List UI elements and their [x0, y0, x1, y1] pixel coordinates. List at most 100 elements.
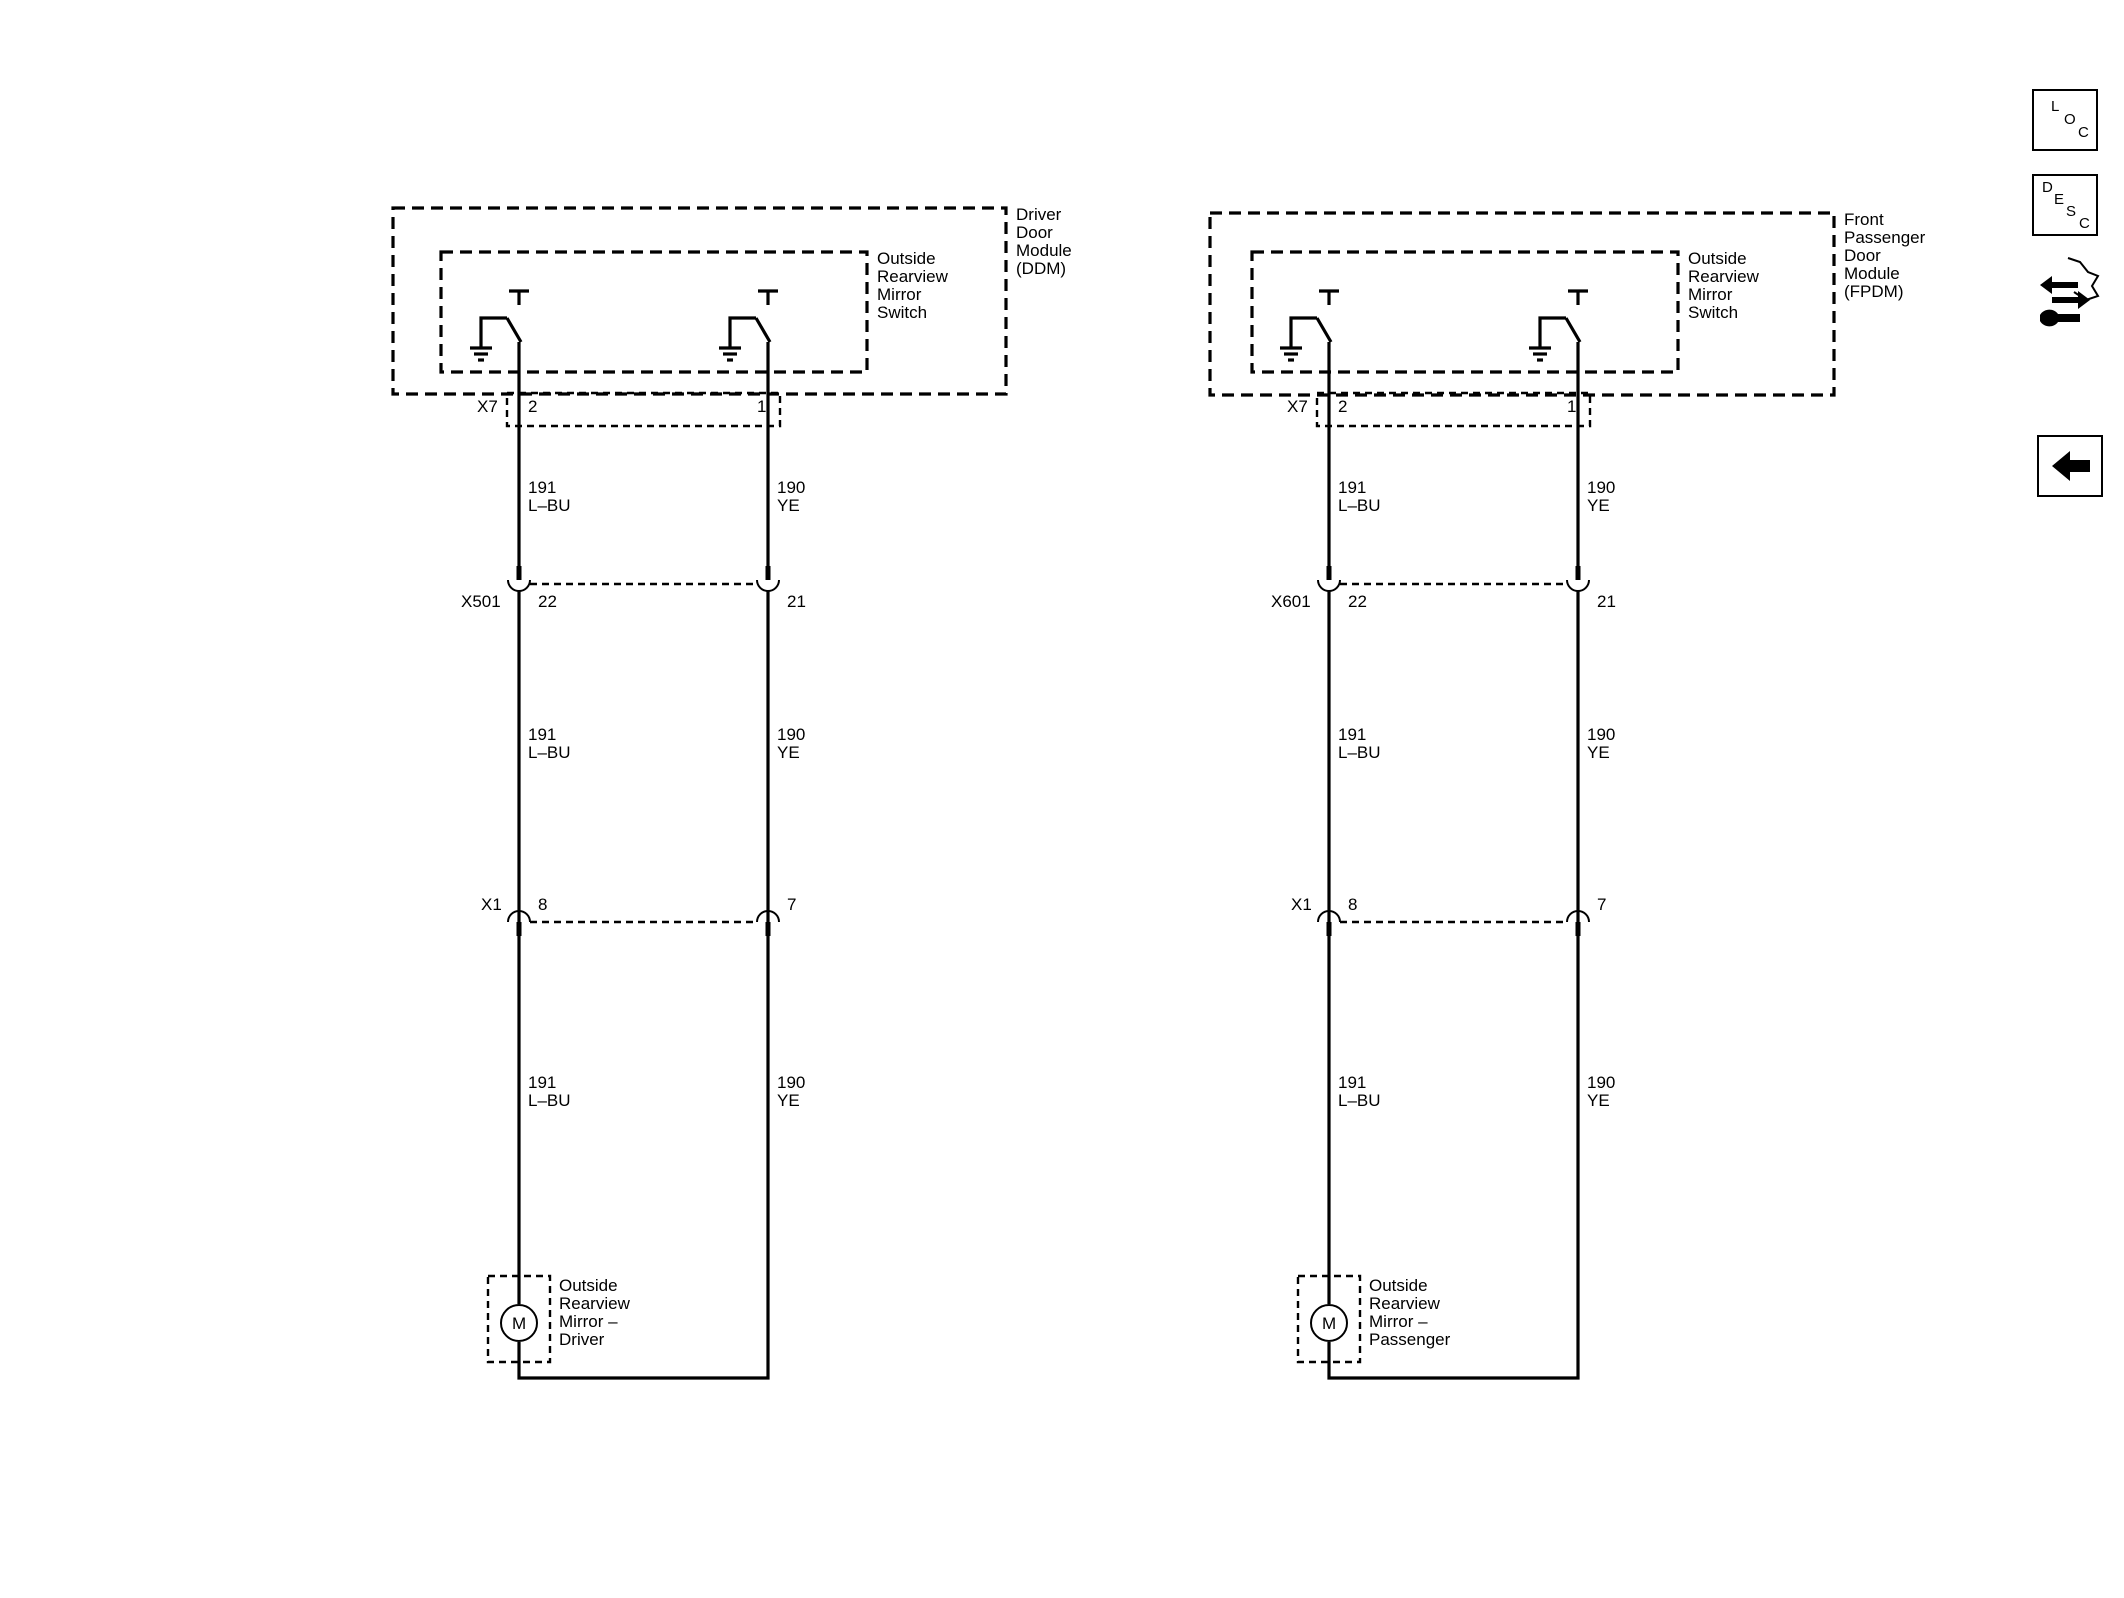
driver-conn-low-right-cup: [756, 910, 780, 923]
switch-blade: [1564, 317, 1582, 343]
driver-conn-low-label: X1: [481, 895, 502, 914]
passenger-circuit: FrontPassengerDoorModule(FPDM)OutsideRea…: [1208, 210, 1926, 1380]
passenger-pin-right-mid-plug: [1575, 566, 1581, 580]
desc-letter-2: E: [2054, 191, 2064, 208]
driver-wire1-left-label-line-2: L–BU: [528, 496, 571, 515]
driver-pin-left-mid: 22: [538, 592, 557, 611]
passenger-wire3-right-label-line-2: YE: [1587, 1091, 1610, 1110]
passenger-module-label-line-5: (FPDM): [1844, 282, 1903, 301]
passenger-wire3-right-label-line-1: 190: [1587, 1073, 1615, 1092]
driver-conn-mid-left-cup: [507, 579, 531, 592]
passenger-wire2-left-label-line-2: L–BU: [1338, 743, 1381, 762]
desc-letter-4: C: [2079, 215, 2090, 232]
passenger-module-box: [1208, 211, 1836, 397]
driver-pin-left-low-plug: [516, 922, 522, 936]
driver-wire1-left-label-line-1: 191: [528, 478, 556, 497]
passenger-mirror-label-line-1: Outside: [1369, 1276, 1428, 1295]
driver-module-label-line-3: Module: [1016, 241, 1072, 260]
driver-pin-left-mid-plug: [516, 566, 522, 580]
passenger-pin-left-low: 8: [1348, 895, 1357, 914]
passenger-wire1-right-label-line-2: YE: [1587, 496, 1610, 515]
connector-diagnostic-button[interactable]: [2040, 257, 2100, 327]
driver-switch-label-line-4: Switch: [877, 303, 927, 322]
driver-wire2-right-label-line-2: YE: [777, 743, 800, 762]
driver-wire2-right-label-line-1: 190: [777, 725, 805, 744]
driver-wire2-left-label-line-1: 191: [528, 725, 556, 744]
driver-switch-right: [719, 289, 778, 362]
driver-pin-right-mid-plug: [765, 566, 771, 580]
driver-conn-top-label: X7: [477, 397, 498, 416]
passenger-pin-right-mid: 21: [1597, 592, 1616, 611]
passenger-mirror-box: [1296, 1274, 1362, 1364]
passenger-switch-left: [1280, 289, 1339, 362]
passenger-wire1-right-label-line-1: 190: [1587, 478, 1615, 497]
passenger-pin-left-top: 2: [1338, 397, 1347, 416]
driver-wire3-right-label-line-1: 190: [777, 1073, 805, 1092]
passenger-conn-top-label: X7: [1287, 397, 1308, 416]
driver-switch-left: [470, 289, 529, 362]
driver-conn-top-box: [505, 391, 782, 428]
loc-letter-3: C: [2078, 124, 2089, 141]
driver-mirror-label-line-4: Driver: [559, 1330, 605, 1349]
connector-diagnostic-icon: [2040, 257, 2100, 327]
passenger-wire3-left-label-line-1: 191: [1338, 1073, 1366, 1092]
passenger-module-label-line-3: Door: [1844, 246, 1881, 265]
passenger-mirror-label-line-3: Mirror –: [1369, 1312, 1428, 1331]
passenger-switch-label-line-2: Rearview: [1688, 267, 1760, 286]
passenger-wire1-left-label-line-2: L–BU: [1338, 496, 1381, 515]
back-button[interactable]: [2037, 435, 2103, 497]
driver-switch-label-line-2: Rearview: [877, 267, 949, 286]
passenger-wire3-left-label-line-2: L–BU: [1338, 1091, 1381, 1110]
loc-letter-2: O: [2064, 111, 2076, 128]
switch-ground-lead: [1289, 316, 1317, 348]
driver-conn-low-left-cup: [507, 910, 531, 923]
desc-letter-1: D: [2042, 179, 2053, 196]
passenger-module-label-line-2: Passenger: [1844, 228, 1926, 247]
desc-icon: [2032, 174, 2098, 236]
driver-pin-right-top: 1: [757, 397, 766, 416]
passenger-switch-box: [1250, 250, 1680, 374]
switch-ground-lead: [479, 316, 507, 348]
driver-wire1-right-label-line-2: YE: [777, 496, 800, 515]
driver-switch-label-line-1: Outside: [877, 249, 936, 268]
switch-ground-lead: [1538, 316, 1566, 348]
driver-wire2-left-label-line-2: L–BU: [528, 743, 571, 762]
driver-mirror-label-line-3: Mirror –: [559, 1312, 618, 1331]
driver-pin-right-low-plug: [765, 922, 771, 936]
passenger-switch-label-line-1: Outside: [1688, 249, 1747, 268]
switch-blade: [754, 317, 772, 343]
driver-conn-mid-label: X501: [461, 592, 501, 611]
driver-conn-mid-right-cup: [756, 579, 780, 592]
desc-button[interactable]: D E S C: [2032, 174, 2098, 236]
driver-pin-right-mid: 21: [787, 592, 806, 611]
driver-wire3-left-label-line-1: 191: [528, 1073, 556, 1092]
loc-icon: [2032, 89, 2098, 151]
passenger-wire1-left-label-line-1: 191: [1338, 478, 1366, 497]
back-arrow-icon: [2037, 435, 2103, 497]
passenger-motor-icon: [1310, 1304, 1348, 1342]
passenger-mirror-label-line-4: Passenger: [1369, 1330, 1451, 1349]
passenger-conn-low-label: X1: [1291, 895, 1312, 914]
driver-module-label-line-4: (DDM): [1016, 259, 1066, 278]
loc-button[interactable]: L O C: [2032, 89, 2098, 151]
driver-switch-box: [439, 250, 869, 374]
passenger-motor-letter: M: [1322, 1314, 1336, 1333]
driver-module-label-line-2: Door: [1016, 223, 1053, 242]
passenger-wire2-left-label-line-1: 191: [1338, 725, 1366, 744]
desc-letter-3: S: [2066, 203, 2076, 220]
passenger-module-label-line-4: Module: [1844, 264, 1900, 283]
driver-wire3-right-label-line-2: YE: [777, 1091, 800, 1110]
passenger-conn-mid-label: X601: [1271, 592, 1311, 611]
switch-blade: [505, 317, 523, 343]
passenger-switch-label-line-3: Mirror: [1688, 285, 1733, 304]
passenger-pin-right-top: 1: [1567, 397, 1576, 416]
passenger-conn-mid-left-cup: [1317, 579, 1341, 592]
passenger-conn-low-right-cup: [1566, 910, 1590, 923]
driver-wire1-right-label-line-1: 190: [777, 478, 805, 497]
passenger-wire2-right-label-line-1: 190: [1587, 725, 1615, 744]
switch-ground-lead: [728, 316, 756, 348]
passenger-conn-mid-right-cup: [1566, 579, 1590, 592]
